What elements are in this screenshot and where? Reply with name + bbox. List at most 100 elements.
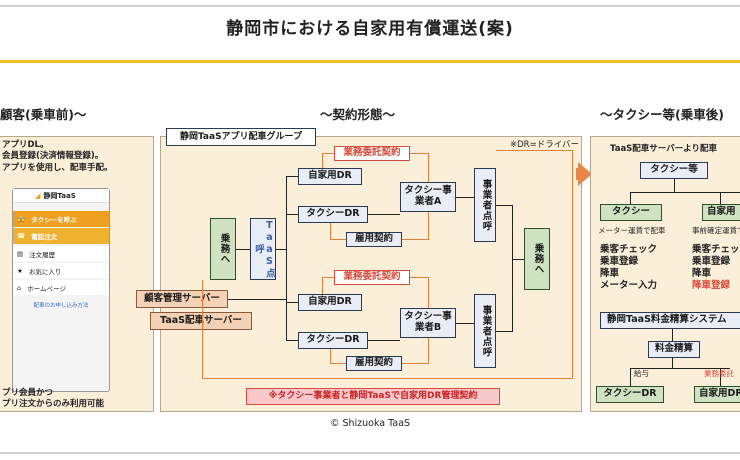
car-icon: 🚖 — [17, 215, 26, 223]
contract-line — [322, 277, 334, 279]
contract-line — [330, 239, 346, 241]
private-box: 自家用 — [702, 204, 740, 221]
contract-line — [428, 153, 430, 182]
operator-roll-call-upper: 事業者点呼 — [474, 168, 496, 242]
connector — [672, 329, 674, 341]
contract-line — [410, 153, 428, 155]
private-step-2: 乗車登録 — [692, 255, 731, 267]
contract-line — [322, 153, 324, 168]
connector — [236, 249, 250, 251]
customer-footer-line-1: プリ会員かつ — [2, 388, 54, 398]
customer-step-3: アプリを使用し、配車手配。 — [2, 162, 113, 173]
private-step-1: 乗客チェッ — [692, 244, 740, 255]
customer-management-server: 顧客管理サーバー — [136, 290, 228, 308]
connector — [720, 368, 722, 386]
customer-footer: プリ会員かつ プリ注文からのみ利用可能 — [2, 388, 104, 411]
private-driver-lower: 自家用DR — [298, 294, 362, 311]
connector — [512, 259, 524, 261]
copyright: © Shizuoka TaaS — [329, 418, 411, 429]
taas-roll-call-box: TaaS点呼 — [250, 218, 276, 280]
contract-line — [330, 363, 346, 365]
taxi-box: タクシー — [600, 204, 662, 221]
boarding-box-right: 乗務へ — [524, 228, 550, 290]
taxi-etc-box: タクシー等 — [640, 162, 708, 179]
app-logo-icon: ◢ — [35, 191, 41, 200]
app-brand: 静岡TaaS — [43, 191, 76, 200]
contract-line — [428, 212, 430, 240]
taas-dispatch-server: TaaS配車サーバー — [150, 312, 252, 330]
management-loop-line — [572, 150, 574, 379]
connector — [286, 340, 298, 342]
outsourcing-contract-lower: 業務委託契約 — [334, 270, 410, 285]
contract-line — [402, 363, 428, 365]
connector — [496, 205, 512, 207]
app-menu-history[interactable]: ▤注文履歴 — [13, 246, 109, 261]
left-section-heading: 顧客(乗車前)〜 — [0, 107, 87, 122]
taxi-driver-upper: タクシーDR — [298, 206, 368, 223]
connector — [286, 176, 288, 341]
taxi-step-1: 乗客チェック — [600, 244, 658, 255]
history-icon: ▤ — [17, 249, 24, 258]
star-icon: ★ — [17, 266, 23, 275]
connector — [286, 214, 298, 216]
connector — [630, 192, 740, 194]
private-driver-settlement: 自家用DR — [694, 386, 740, 403]
contract-line — [410, 277, 428, 279]
customer-step-2: 会員登録(決済情報登録)。 — [2, 151, 104, 162]
customer-footer-line-2: プリ注文からのみ利用可能 — [2, 399, 105, 410]
connector — [674, 179, 676, 192]
top-divider — [0, 5, 740, 7]
connector — [286, 302, 298, 304]
connector — [630, 368, 632, 386]
app-phone-mockup: ◢ 静岡TaaS 🚖タクシーを呼ぶ ☎電話注文 ▤注文履歴 ★お気に入り ⌂ホー… — [12, 188, 110, 392]
mid-section-heading: 〜契約形態〜 — [320, 107, 396, 122]
taxi-operator-b: タクシー事業者B — [400, 308, 456, 338]
taxi-step-4: メーター入力 — [600, 279, 658, 291]
arrow-right-icon-tail — [576, 168, 582, 180]
meter-fare-note: メーター運賃で配車 — [598, 226, 666, 235]
boarding-box-left: 乗務へ — [210, 218, 236, 280]
connector — [368, 340, 400, 342]
private-step-4: 降車登録 — [692, 279, 731, 291]
home-icon: ⌂ — [17, 283, 22, 292]
fixed-fare-note: 事前確定運賃で — [692, 226, 740, 235]
outsourcing-contract-upper: 業務委託契約 — [334, 146, 410, 161]
right-section-heading: 〜タクシー等(乗車後) — [600, 107, 724, 122]
private-steps: 乗客チェッ 乗車登録 降車 降車登録 — [692, 244, 740, 292]
employment-contract-upper: 雇用契約 — [346, 232, 402, 247]
connector — [456, 197, 474, 199]
management-loop-line — [202, 280, 204, 379]
settlement-panel — [590, 136, 740, 412]
operator-roll-call-lower: 事業者点呼 — [474, 294, 496, 368]
customer-step-1: アプリDL。 — [2, 140, 49, 150]
private-driver-management-contract: ※タクシー事業者と静岡TaaSで自家用DR管理契約 — [246, 388, 500, 405]
app-menu-homepage[interactable]: ⌂ホームページ — [13, 280, 109, 295]
app-menu-favorites[interactable]: ★お気に入り — [13, 263, 109, 278]
contract-line — [322, 277, 324, 294]
contract-line — [330, 223, 332, 240]
private-step-3: 降車 — [692, 267, 712, 279]
bottom-divider — [0, 452, 740, 454]
contract-line — [322, 153, 334, 155]
private-driver-upper: 自家用DR — [298, 168, 362, 185]
taxi-driver-lower: タクシーDR — [298, 332, 368, 349]
contract-line — [402, 239, 428, 241]
app-menu-call-taxi[interactable]: 🚖タクシーを呼ぶ — [13, 211, 109, 227]
app-dispatch-group-label: 静岡TaaSアプリ配車グループ — [166, 128, 316, 146]
connector — [286, 176, 298, 178]
connector — [368, 214, 400, 216]
outsourcing-label: 業務委託 — [704, 369, 734, 378]
connector — [630, 368, 730, 370]
dispatch-note: TaaS配車サーバーより配車 — [610, 144, 718, 154]
app-link[interactable]: 配車のお申し込み方法 — [33, 303, 89, 309]
settlement-system-box: 静岡TaaS料金精算システム — [600, 312, 740, 329]
app-menu-phone-order[interactable]: ☎電話注文 — [13, 228, 109, 244]
page-title: 静岡市における自家用有償運送(案) — [226, 19, 514, 39]
management-loop-line — [496, 150, 573, 152]
taxi-driver-settlement: タクシーDR — [596, 386, 664, 403]
employment-contract-lower: 雇用契約 — [346, 356, 402, 371]
taxi-operator-a: タクシー事業者A — [400, 182, 456, 212]
connector — [720, 192, 722, 204]
connector — [456, 323, 474, 325]
connector — [630, 192, 632, 204]
